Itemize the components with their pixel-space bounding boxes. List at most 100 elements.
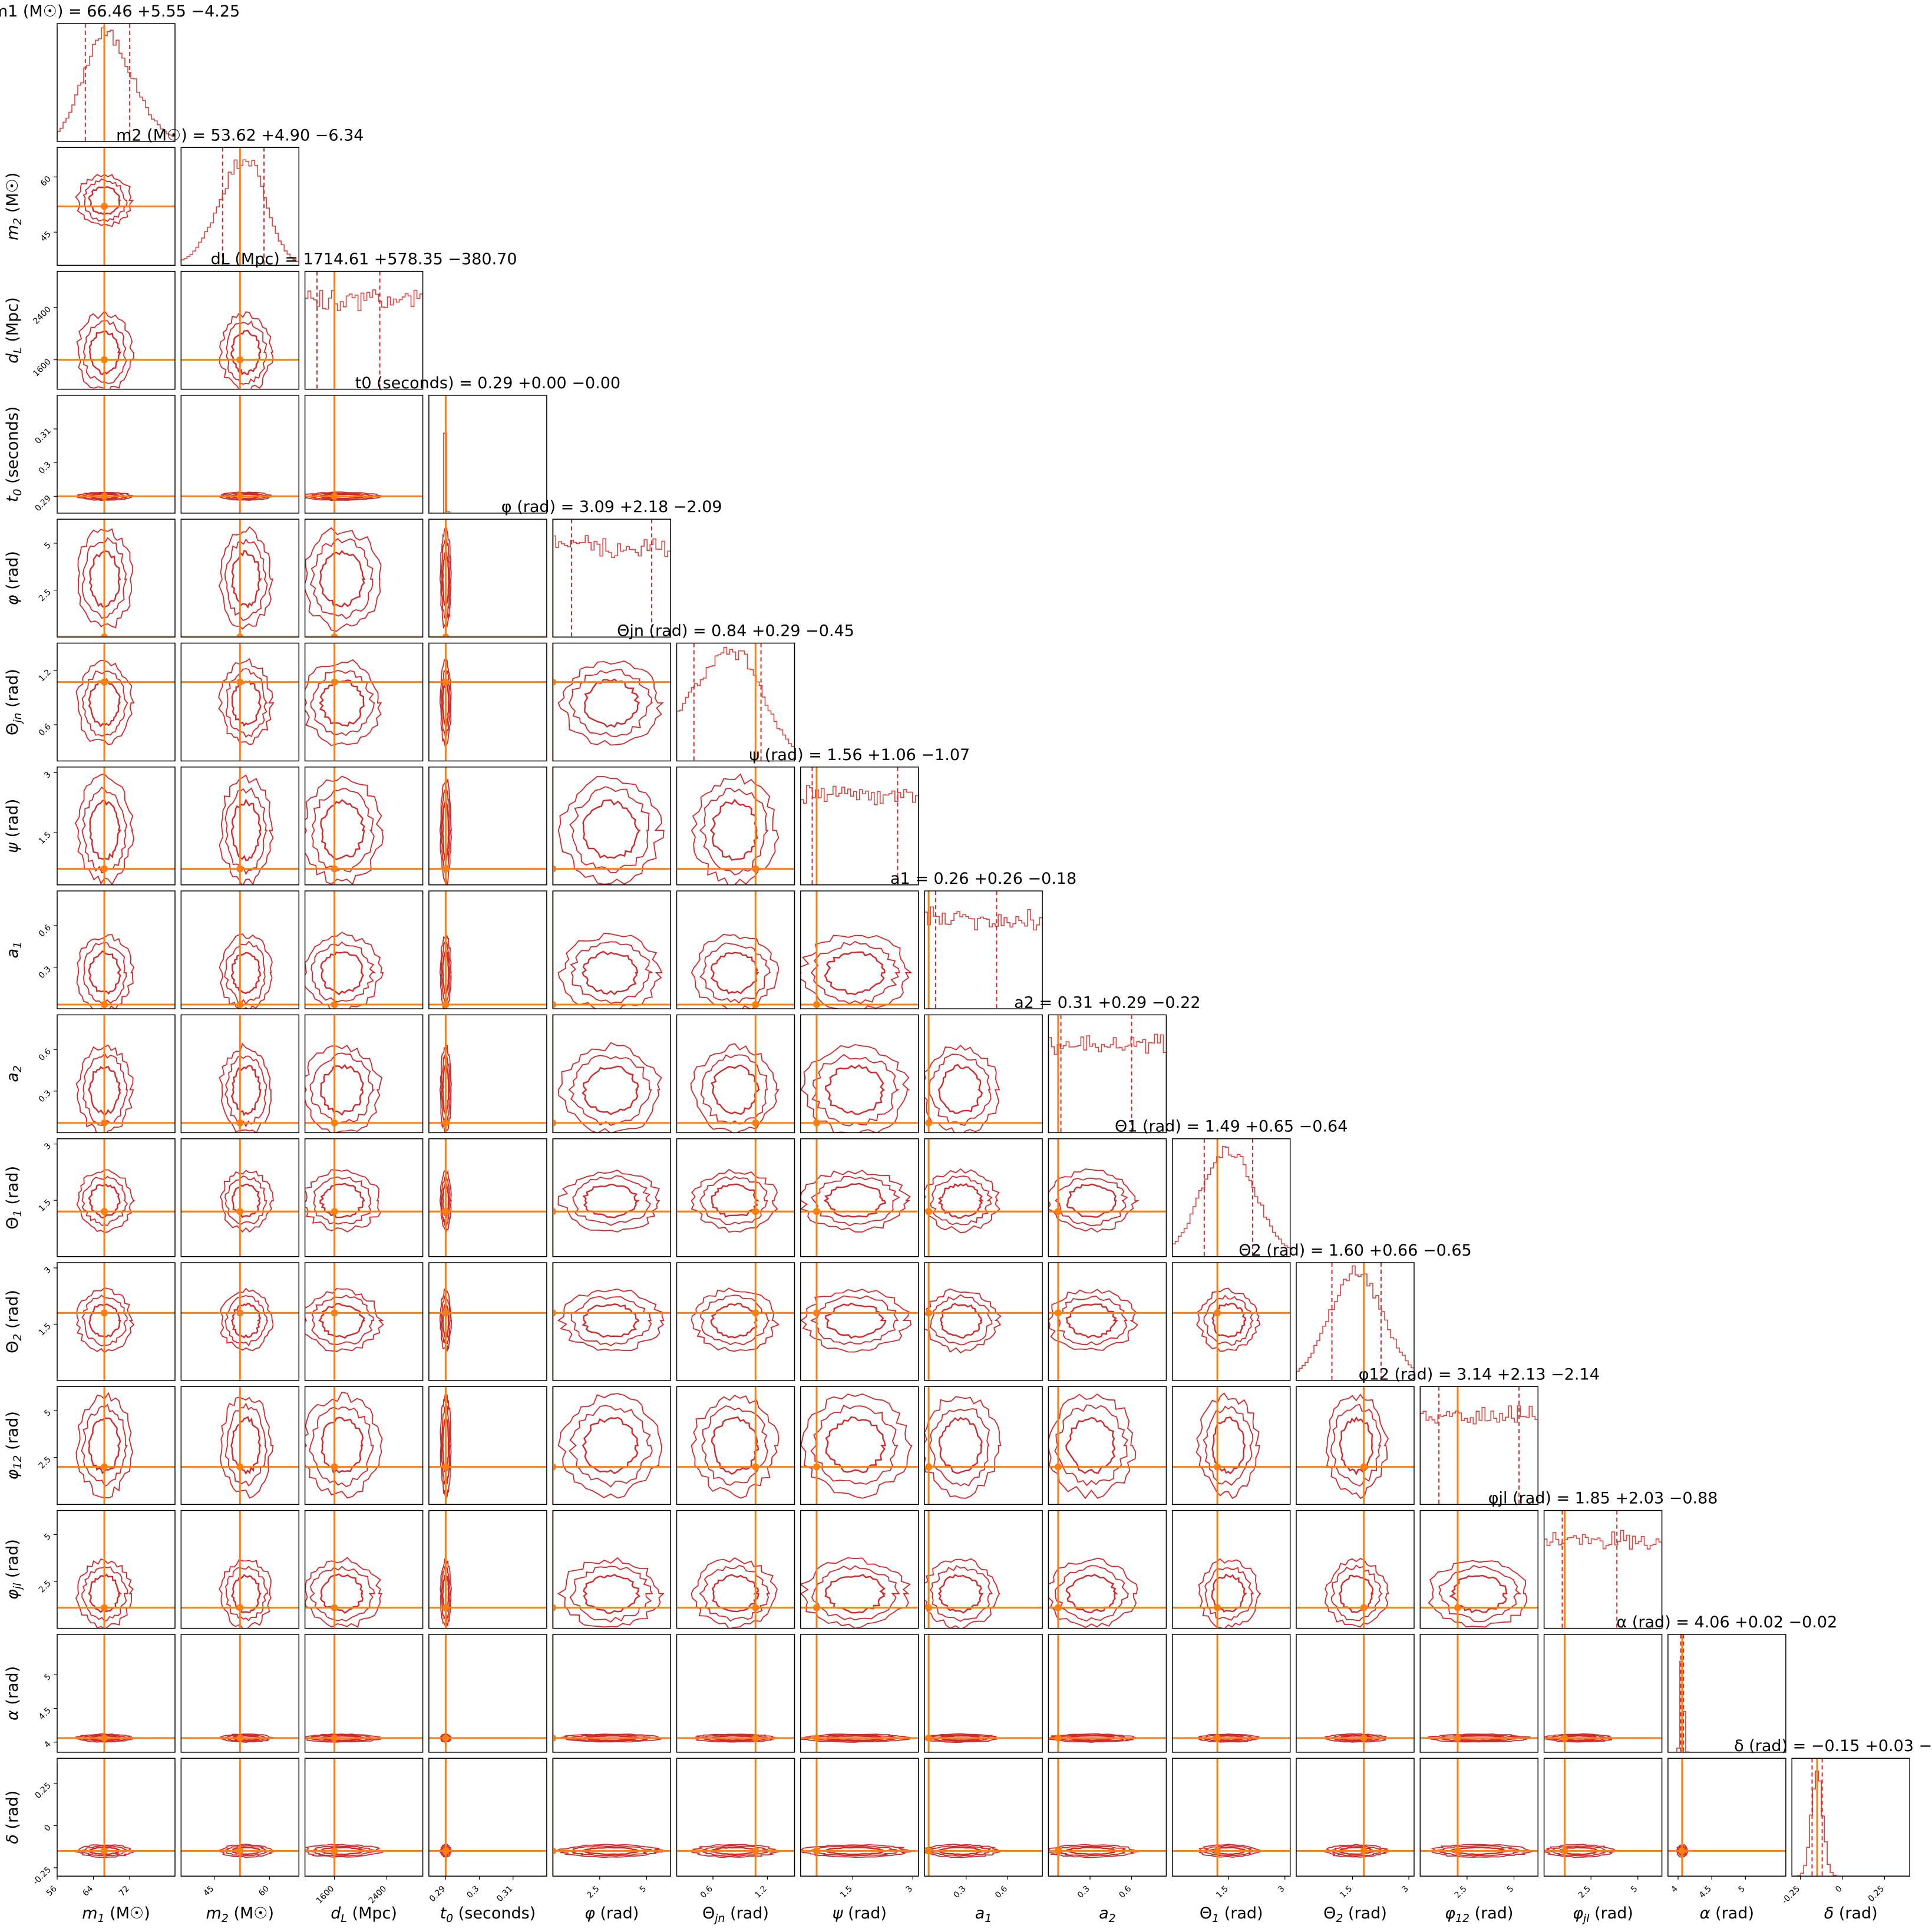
- panel-m-2-vs-theta-1: [180, 1138, 300, 1257]
- contour-theta-1-phi-12-0: [1211, 1416, 1246, 1475]
- panel-frame: [304, 1386, 424, 1505]
- truth-point: [925, 1309, 933, 1317]
- contour-m-1-theta-1-1: [81, 1175, 128, 1226]
- contour-a-1-theta-1-0: [937, 1183, 984, 1219]
- panel-m-1-vs-a-1: 0.30.6a1: [4, 890, 176, 1009]
- xtick-label: 0.6: [699, 1884, 715, 1900]
- xtick-label: 0.25: [1867, 1884, 1886, 1904]
- contour-m-1-theta-jn-0: [88, 678, 121, 728]
- histogram-delta: [1792, 1771, 1910, 1877]
- contour-theta-jn-a-1-0: [711, 952, 759, 995]
- panel-psi-vs-phi-jl: [800, 1510, 919, 1629]
- contour-m-1-d-l-1: [82, 320, 127, 384]
- panel-theta-jn-vs-phi-jl: [676, 1510, 795, 1629]
- truth-point: [331, 865, 338, 873]
- panel-frame: [1171, 1758, 1291, 1877]
- contour-a-1-phi-12-0: [938, 1416, 983, 1474]
- truth-point: [236, 1604, 244, 1611]
- contour-phi-phi-12-2: [557, 1393, 663, 1499]
- panel-m-2-vs-theta-2: [180, 1262, 300, 1381]
- contour-theta-2-phi-12-1: [1330, 1403, 1382, 1487]
- truth-point: [553, 1309, 557, 1317]
- truth-point: [331, 493, 338, 500]
- panel-frame: [428, 1138, 547, 1257]
- contour-m-2-d-l-1: [225, 320, 267, 385]
- xtick-label: 5: [1629, 1884, 1640, 1895]
- contour-t-0-phi-0: [442, 551, 450, 606]
- contour-phi-a-1-0: [582, 950, 639, 996]
- ytick-label: 5: [42, 1532, 53, 1543]
- ytick-label: 0.31: [33, 427, 52, 446]
- contour-d-l-theta-jn-1: [310, 669, 375, 737]
- contour-theta-2-phi-jl-1: [1330, 1564, 1383, 1621]
- ytick-label: 0: [42, 1823, 53, 1834]
- panel-frame: [800, 1634, 919, 1753]
- contour-theta-jn-a-2-0: [710, 1064, 761, 1115]
- panel-m-2-vs-a-1: [180, 890, 300, 1009]
- contour-theta-1-phi-12-1: [1203, 1405, 1254, 1486]
- contour-a-2-phi-jl-1: [1054, 1565, 1129, 1622]
- xtick-label: 5: [1737, 1884, 1748, 1895]
- panel-frame: [304, 270, 424, 390]
- contour-phi-psi-2: [557, 776, 665, 885]
- contour-psi-theta-2-0: [824, 1302, 887, 1339]
- panel-frame: [1667, 1634, 1786, 1753]
- ytick-label: 45: [39, 230, 53, 244]
- ylabel-a-1: a1: [4, 942, 24, 959]
- panel-frame: [552, 767, 671, 886]
- contour-psi-theta-1-0: [823, 1183, 887, 1218]
- contour-t-0-a-2-0: [442, 1064, 450, 1115]
- panel-m-2-vs-phi: [180, 518, 300, 638]
- contour-d-l-phi-0: [319, 550, 366, 607]
- panel-frame: [676, 1758, 795, 1877]
- contour-a-1-theta-2-1: [929, 1294, 993, 1346]
- histogram-m-1: [57, 27, 175, 141]
- truth-point: [236, 678, 244, 686]
- hist-panel-d-l: dL (Mpc) = 1714.61 +578.35 −380.70: [211, 250, 517, 390]
- panel-a-2-vs-theta-2: [1048, 1262, 1167, 1381]
- xtick-label: 3: [1400, 1884, 1411, 1895]
- contour-m-2-phi-2: [218, 526, 273, 630]
- ytick-label: 2.5: [37, 1455, 53, 1471]
- truth-point: [1054, 1734, 1062, 1742]
- contour-psi-a-1-2: [800, 934, 913, 1009]
- xtick-label: 2.5: [1577, 1884, 1593, 1900]
- contour-phi-12-phi-jl-2: [1428, 1560, 1528, 1628]
- contour-m-2-theta-jn-1: [225, 668, 268, 738]
- histogram-a-2: [1048, 1033, 1167, 1133]
- contour-t-0-a-1-0: [442, 949, 450, 995]
- contour-m-2-phi-12-1: [224, 1402, 268, 1487]
- panel-frame: [57, 1386, 176, 1505]
- contour-phi-a-2-0: [582, 1065, 639, 1115]
- contour-phi-theta-2-1: [570, 1296, 652, 1346]
- contour-phi-phi-12-0: [582, 1416, 639, 1475]
- truth-point: [331, 1309, 338, 1317]
- xtick-label: 4: [1669, 1884, 1680, 1895]
- contour-m-1-psi-2: [74, 773, 135, 885]
- contour-phi-theta-jn-1: [569, 669, 653, 738]
- hist-panel-theta-jn: Θjn (rad) = 0.84 +0.29 −0.45: [617, 622, 854, 762]
- ytick-label: 2400: [31, 305, 53, 326]
- panel-phi-vs-theta-1: [552, 1138, 671, 1257]
- panel-frame: [1048, 1262, 1167, 1381]
- contour-psi-a-1-1: [810, 940, 900, 1005]
- contour-m-1-phi-12-0: [88, 1417, 121, 1475]
- panel-frame: [180, 890, 300, 1009]
- contour-m-1-a-1-0: [88, 950, 121, 995]
- panel-frame: [1171, 1262, 1291, 1381]
- contour-t-0-theta-2-0: [442, 1303, 450, 1340]
- histogram-a-1: [924, 906, 1043, 1009]
- histogram-phi: [553, 535, 671, 638]
- contour-a-1-a-2-2: [924, 1045, 1000, 1133]
- panel-frame: [676, 1386, 795, 1505]
- truth-point: [752, 1208, 759, 1216]
- panel-frame: [57, 767, 176, 886]
- truth-point: [236, 493, 244, 500]
- truth-point: [752, 1734, 759, 1742]
